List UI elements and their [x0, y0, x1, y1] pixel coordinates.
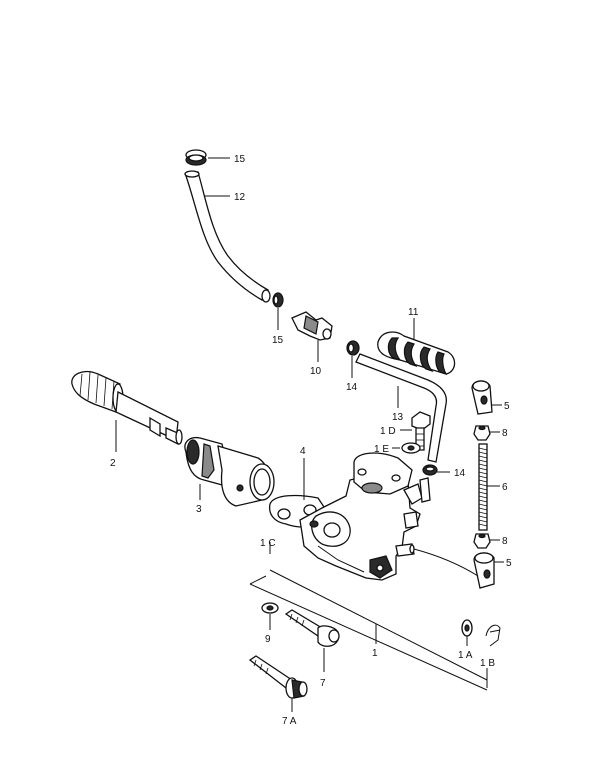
callout-10: 10: [310, 366, 322, 377]
rod-thread-line: [478, 515, 488, 519]
grip-sleeve-11: [377, 318, 456, 376]
hose-12: [184, 170, 271, 303]
rod-thread-line: [478, 511, 488, 515]
rod-thread-line: [478, 523, 488, 527]
rod-thread-line: [478, 507, 488, 511]
callout-9: 9: [265, 634, 271, 645]
rod-thread-line: [478, 495, 488, 499]
callout-5-top: 5: [504, 401, 510, 412]
callout-1B: 1 B: [480, 658, 495, 669]
callout-6: 6: [502, 482, 508, 493]
callout-5-bottom: 5: [506, 558, 512, 569]
callout-15-top: 15: [234, 154, 246, 165]
callout-8-top: 8: [502, 428, 508, 439]
callout-1A: 1 A: [458, 650, 473, 661]
oil-pump-body-1: [299, 452, 479, 581]
rod-thread-line: [478, 499, 488, 503]
nut-8-bottom: [473, 533, 500, 549]
drive-gear-shaft-2: [71, 370, 183, 452]
washer-9: [261, 602, 279, 630]
rod-end-5-top: [471, 380, 502, 415]
bolt-7: [284, 609, 340, 672]
rod-thread-line: [478, 479, 488, 483]
callout-11: 11: [408, 307, 419, 318]
threaded-rod-6: [478, 443, 500, 531]
rod-end-5-bottom: [473, 552, 504, 589]
callout-1E: 1 E: [374, 444, 389, 455]
callout-3: 3: [196, 504, 202, 515]
callout-13: 13: [392, 412, 404, 423]
callout-7: 7: [320, 678, 326, 689]
rod-thread-line: [478, 455, 488, 459]
rod-thread-line: [478, 463, 488, 467]
bolt-7A: [248, 655, 308, 712]
rod-thread-line: [478, 491, 488, 495]
oil-tube-13: [355, 353, 448, 463]
callout-4: 4: [300, 446, 306, 457]
rod-thread-line: [478, 459, 488, 463]
callout-15-lower: 15: [272, 335, 284, 346]
rod-thread-line: [478, 475, 488, 479]
nut-8-top: [473, 425, 500, 441]
rod-thread-line: [478, 451, 488, 455]
callout-8-bottom: 8: [502, 536, 508, 547]
callout-7A: 7 A: [282, 716, 297, 727]
rod-thread-line: [478, 447, 488, 451]
rod-thread-line: [478, 487, 488, 491]
callout-1: 1: [372, 648, 378, 659]
hose-clamp-15-lower: [272, 292, 284, 330]
washer-1E: [392, 442, 421, 454]
rod-thread-line: [478, 483, 488, 487]
callout-1D: 1 D: [380, 426, 396, 437]
hose-clamp-15-top: [185, 149, 230, 166]
rod-thread-line: [478, 467, 488, 471]
callout-14-lower: 14: [454, 468, 466, 479]
hose-clamp-14-lower: [422, 464, 450, 476]
fitting-10: [291, 311, 333, 362]
assembly-leader-lines: [249, 542, 488, 691]
pump-sleeve-3: [184, 436, 275, 507]
callout-labels: 15 12 15 10 14 11 13 1 D 1 E 14 5 8 6 8 …: [110, 154, 512, 727]
rod-thread-line: [478, 471, 488, 475]
callout-14-upper: 14: [346, 382, 358, 393]
rod-thread-line: [478, 519, 488, 523]
rod-thread-line: [478, 503, 488, 507]
hose-clamp-14-upper: [346, 340, 360, 378]
cotter-pin-1B: [485, 624, 501, 647]
washer-1A: [461, 619, 473, 637]
callout-1C: 1 C: [260, 538, 276, 549]
callout-2: 2: [110, 458, 116, 469]
callout-12: 12: [234, 192, 246, 203]
